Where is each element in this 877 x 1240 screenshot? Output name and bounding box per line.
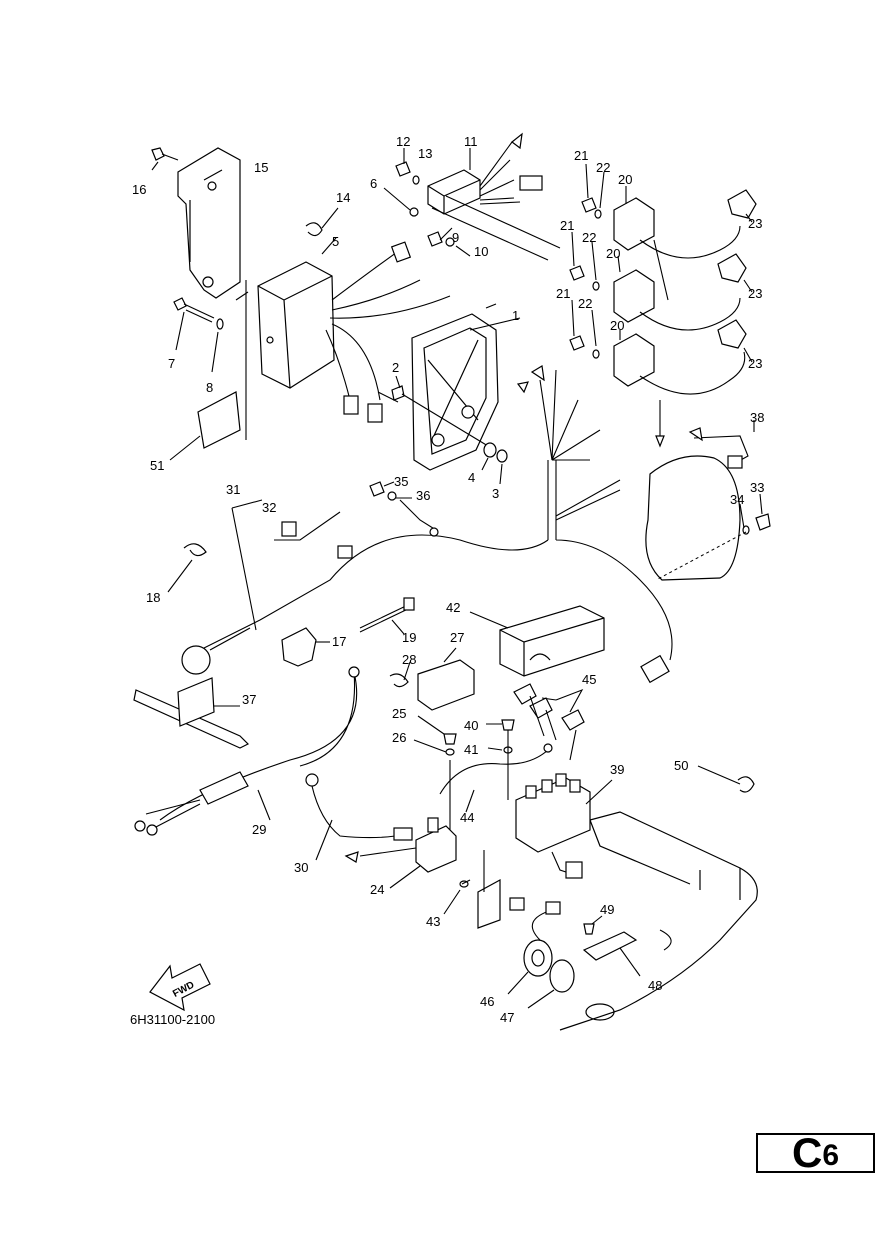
fuse-box-cover-part — [499, 605, 605, 677]
bolt-part — [173, 297, 215, 323]
part-label: 33 — [750, 480, 764, 495]
part-label: 3 — [492, 486, 499, 501]
part-label: 4 — [468, 470, 475, 485]
part-label: 26 — [392, 730, 406, 745]
part-label: 47 — [500, 1010, 514, 1025]
part-label: 41 — [464, 742, 478, 757]
part-label: 44 — [460, 810, 474, 825]
part-label: 9 — [452, 230, 459, 245]
part-label: 31 — [226, 482, 240, 497]
rectifier-part — [427, 132, 543, 215]
part-label: 30 — [294, 860, 308, 875]
part-label: 20 — [610, 318, 624, 333]
part-label: 6 — [370, 176, 377, 191]
part-label: 48 — [648, 978, 662, 993]
part-label: 36 — [416, 488, 430, 503]
part-label: 7 — [168, 356, 175, 371]
part-label: 21 — [574, 148, 588, 163]
part-label: 21 — [560, 218, 574, 233]
part-label: 20 — [606, 246, 620, 261]
forward-arrow-icon — [149, 963, 211, 1012]
part-label: 42 — [446, 600, 460, 615]
part-label: 38 — [750, 410, 764, 425]
part-label: 21 — [556, 286, 570, 301]
part-label: 25 — [392, 706, 406, 721]
part-label: 11 — [464, 134, 478, 149]
part-label: 50 — [674, 758, 688, 773]
part-label: 18 — [146, 590, 160, 605]
part-label: 23 — [748, 356, 762, 371]
part-label: 1 — [512, 308, 519, 323]
relay-block-part — [515, 773, 591, 879]
part-label: 24 — [370, 882, 384, 897]
page-marker-number: 6 — [822, 1139, 840, 1172]
part-label: 15 — [254, 160, 268, 175]
part-label: 22 — [578, 296, 592, 311]
part-label: 5 — [332, 234, 339, 249]
cdi-unit-part — [257, 241, 451, 423]
part-label: 45 — [582, 672, 596, 687]
part-label: 19 — [402, 630, 416, 645]
clip-part — [305, 222, 323, 237]
mounting-bracket-part — [411, 313, 499, 471]
part-label: 23 — [748, 286, 762, 301]
part-label: 37 — [242, 692, 256, 707]
part-label: 22 — [582, 230, 596, 245]
part-label: 17 — [332, 634, 346, 649]
part-label: 2 — [392, 360, 399, 375]
part-label: 32 — [262, 500, 276, 515]
part-label: 51 — [150, 458, 164, 473]
part-label: 20 — [618, 172, 632, 187]
part-label: 29 — [252, 822, 266, 837]
relay-part — [344, 817, 457, 873]
part-label: 13 — [418, 146, 432, 161]
part-label: 46 — [480, 994, 494, 1009]
bottom-cowling-part — [559, 811, 758, 1031]
part-label: 34 — [730, 492, 744, 507]
part-label: 8 — [206, 380, 213, 395]
part-label: 22 — [596, 160, 610, 175]
page-marker-letter: C — [791, 1129, 823, 1176]
drawing-code: 6H31100-2100 — [130, 1012, 216, 1027]
part-label: 10 — [474, 244, 488, 259]
bracket-cover-part — [177, 147, 241, 299]
bolt-part — [151, 147, 179, 161]
part-label: 35 — [394, 474, 408, 489]
part-label: 28 — [402, 652, 416, 667]
ignition-coil-part — [613, 319, 747, 395]
part-label: 16 — [132, 182, 146, 197]
part-label: 23 — [748, 216, 762, 231]
ignition-coil-part — [613, 189, 757, 259]
part-label: 43 — [426, 914, 440, 929]
part-label: 40 — [464, 718, 478, 733]
part-labels: 1 2 3 4 5 6 7 8 9 10 11 12 13 14 15 16 1… — [132, 134, 764, 1025]
plate-part — [197, 391, 241, 449]
part-label: 49 — [600, 902, 614, 917]
ignition-coil-part — [613, 253, 747, 331]
part-label: 39 — [610, 762, 624, 777]
part-label: 14 — [336, 190, 350, 205]
part-label: 12 — [396, 134, 410, 149]
part-label: 27 — [450, 630, 464, 645]
